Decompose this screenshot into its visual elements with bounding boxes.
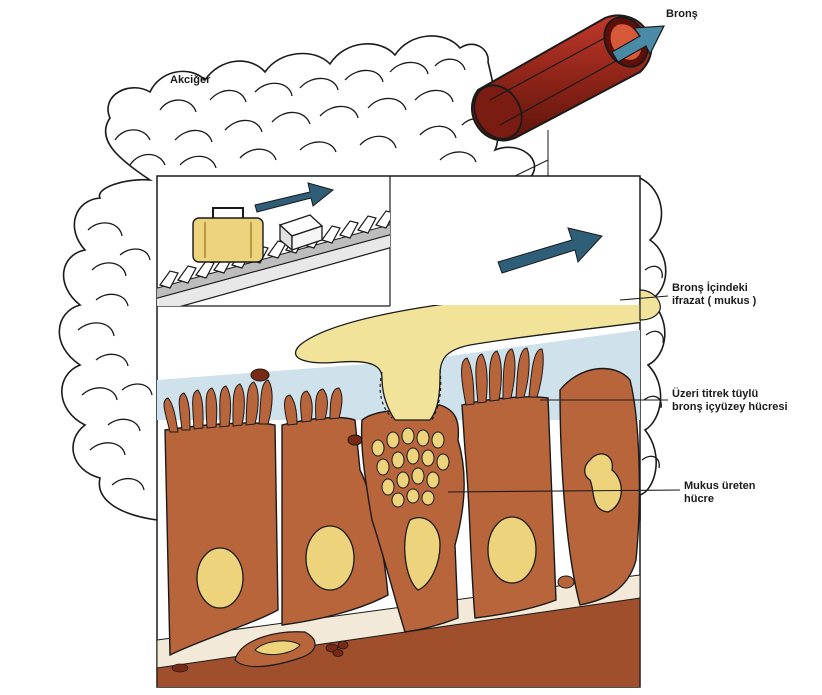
mucus-label-line1: Bronş İçindeki [672, 282, 756, 295]
ciliated-label-line2: bronş içyüzey hücresi [672, 401, 788, 414]
goblet-label-line2: hücre [684, 493, 756, 506]
bronchus-tube-icon [465, 9, 664, 147]
ciliated-label-line1: Üzeri titrek tüylü [672, 388, 788, 401]
mucus-label-line2: ifrazat ( mukus ) [672, 295, 756, 308]
ciliated-cell-label: Üzeri titrek tüylü bronş içyüzey hücresi [672, 388, 788, 414]
goblet-label-line1: Mukus üreten [684, 480, 756, 493]
ciliated-cell [164, 380, 278, 655]
goblet-cell-label: Mukus üreten hücre [684, 480, 756, 506]
lung-label: Akciğer [170, 74, 210, 87]
bronchus-label: Bronş [666, 8, 698, 21]
mucus-label: Bronş İçindeki ifrazat ( mukus ) [672, 282, 756, 308]
